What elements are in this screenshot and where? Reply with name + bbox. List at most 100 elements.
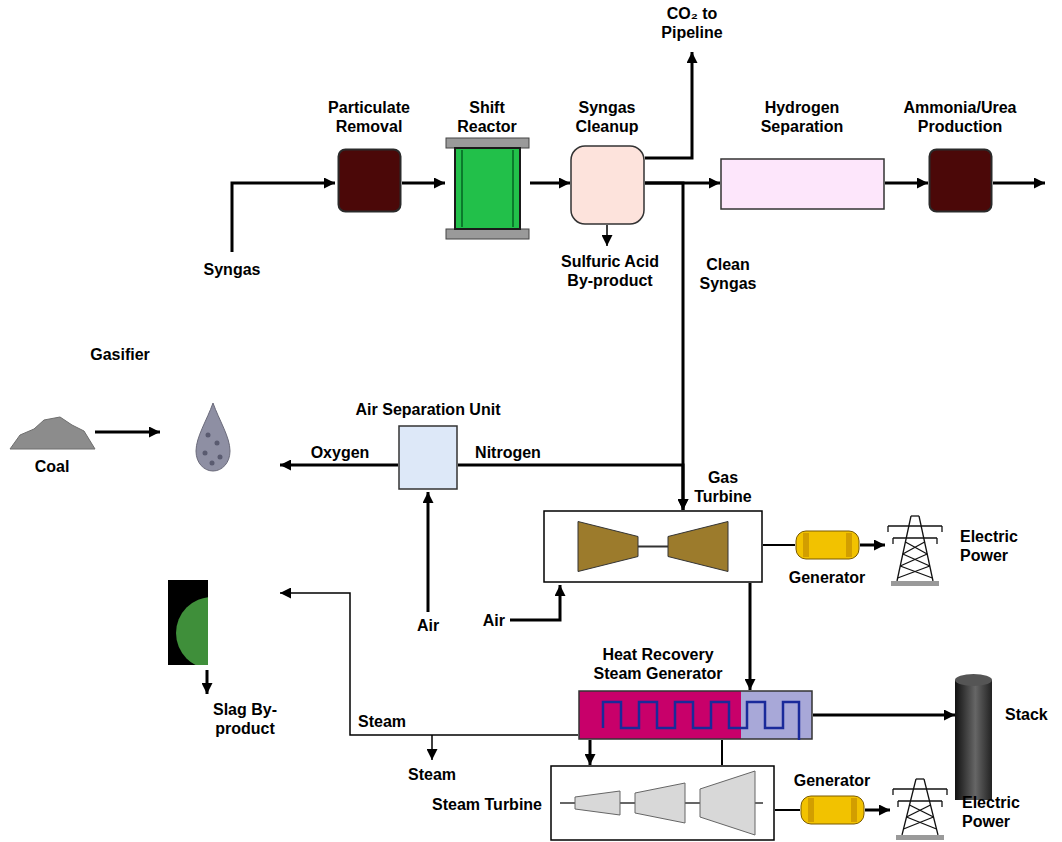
shape-part [803, 533, 809, 557]
shape-part [897, 801, 898, 807]
shape-part [946, 789, 947, 795]
edge-label: Oxygen [311, 443, 370, 462]
shape-part [544, 511, 762, 582]
shape-part [635, 783, 685, 823]
shape-part [893, 788, 947, 789]
shape-part [638, 546, 668, 548]
shape-part [916, 778, 924, 779]
shape-part [892, 789, 893, 795]
shape-part [215, 441, 220, 446]
flow-arrow [530, 182, 570, 185]
heat-recovery-steam-generator-shape [578, 690, 813, 740]
shape-part [905, 542, 927, 554]
flow-arrow [458, 465, 683, 510]
flow-arrow [645, 183, 683, 510]
stream-label: CO₂ to Pipeline [645, 4, 740, 42]
hydrogen-separation: Hydrogen Separation [720, 158, 885, 210]
shape-part [808, 798, 814, 822]
steam-turbine-shape [550, 765, 775, 841]
unit-label: Stack [1005, 705, 1048, 724]
gas-turbine-shape [543, 510, 763, 583]
shape-part [176, 597, 208, 665]
shape-part [446, 138, 529, 148]
shape-part [399, 426, 457, 489]
shape-part [900, 554, 927, 566]
shape-part [339, 150, 401, 212]
unit-label: Gas Turbine [688, 468, 758, 506]
unit-label: Heat Recovery Steam Generator [583, 645, 733, 683]
shape-part [575, 791, 620, 815]
power-tower-shape [885, 512, 945, 587]
air-line [427, 492, 430, 612]
heat-recovery-steam-generator: Heat Recovery Steam Generator [578, 690, 813, 740]
air-separation-unit: Air Separation Unit [398, 425, 458, 490]
unit-label: Air Separation Unit [356, 400, 501, 419]
generator: Generator [795, 530, 860, 560]
shape-part [888, 525, 942, 526]
air-separation-unit-shape [398, 425, 458, 490]
unit-label: Generator [794, 771, 870, 790]
shift-reactor-shape [445, 137, 530, 240]
unit-label: Electric Power [960, 527, 1040, 565]
unit-label: Coal [12, 457, 92, 476]
unit-label: Particulate Removal [319, 98, 419, 136]
flow-arrow [865, 809, 890, 812]
shape-part [700, 771, 755, 835]
shape-part [891, 581, 939, 586]
shape-part [218, 455, 223, 460]
shape-part [551, 766, 774, 840]
unit-label: Shift Reactor [452, 98, 522, 136]
stream-label: Syngas [204, 260, 261, 279]
shape-part [446, 229, 529, 239]
shape-part [955, 674, 992, 686]
co2-line [645, 52, 692, 158]
shape-part [206, 433, 211, 438]
syngas-line [232, 183, 335, 252]
edge-label: Steam [358, 712, 406, 731]
shape-part [571, 146, 644, 224]
syngas-cleanup-shape [570, 145, 645, 225]
product-line [993, 182, 1045, 185]
stream-label: Slag By-product [198, 700, 293, 738]
stream-label: Air [483, 611, 505, 630]
shape-part [910, 805, 934, 817]
flow-arrow [95, 431, 160, 434]
stack: Stack [955, 672, 992, 800]
generator-shape [800, 795, 865, 825]
stack-shape [955, 672, 992, 800]
shape-part [578, 522, 638, 572]
shape-part [898, 800, 942, 801]
unit-label: Hydrogen Separation [752, 98, 852, 136]
shape-part [911, 515, 919, 516]
syngas-cleanup: Syngas Cleanup [570, 145, 645, 225]
flow-arrow [402, 182, 445, 185]
gasifier-shape [160, 395, 280, 670]
steam-turbine: Steam Turbine [550, 765, 775, 841]
shape-part [892, 538, 893, 544]
shape-part [936, 538, 937, 544]
shape-part [196, 403, 230, 471]
ammonia-urea-unit-shape [928, 148, 993, 213]
acid-line [606, 225, 608, 246]
water-line [721, 740, 723, 765]
flow-arrow [280, 593, 578, 735]
generator: Generator [800, 795, 865, 825]
shape-part [461, 150, 463, 227]
edge-label: Clean Syngas [696, 255, 761, 293]
shape-part [455, 148, 520, 229]
generator-shape [795, 530, 860, 560]
unit-label: Electric Power [962, 793, 1042, 831]
shape-part [941, 526, 942, 532]
air-line [510, 585, 560, 620]
shaft-line [763, 544, 795, 546]
shape-part [907, 817, 937, 829]
shape-part [900, 566, 932, 578]
shape-part [907, 805, 931, 817]
particulate-removal: Particulate Removal [337, 148, 402, 213]
hydrogen-separation-shape [720, 158, 885, 210]
unit-label: Gasifier [75, 345, 165, 364]
